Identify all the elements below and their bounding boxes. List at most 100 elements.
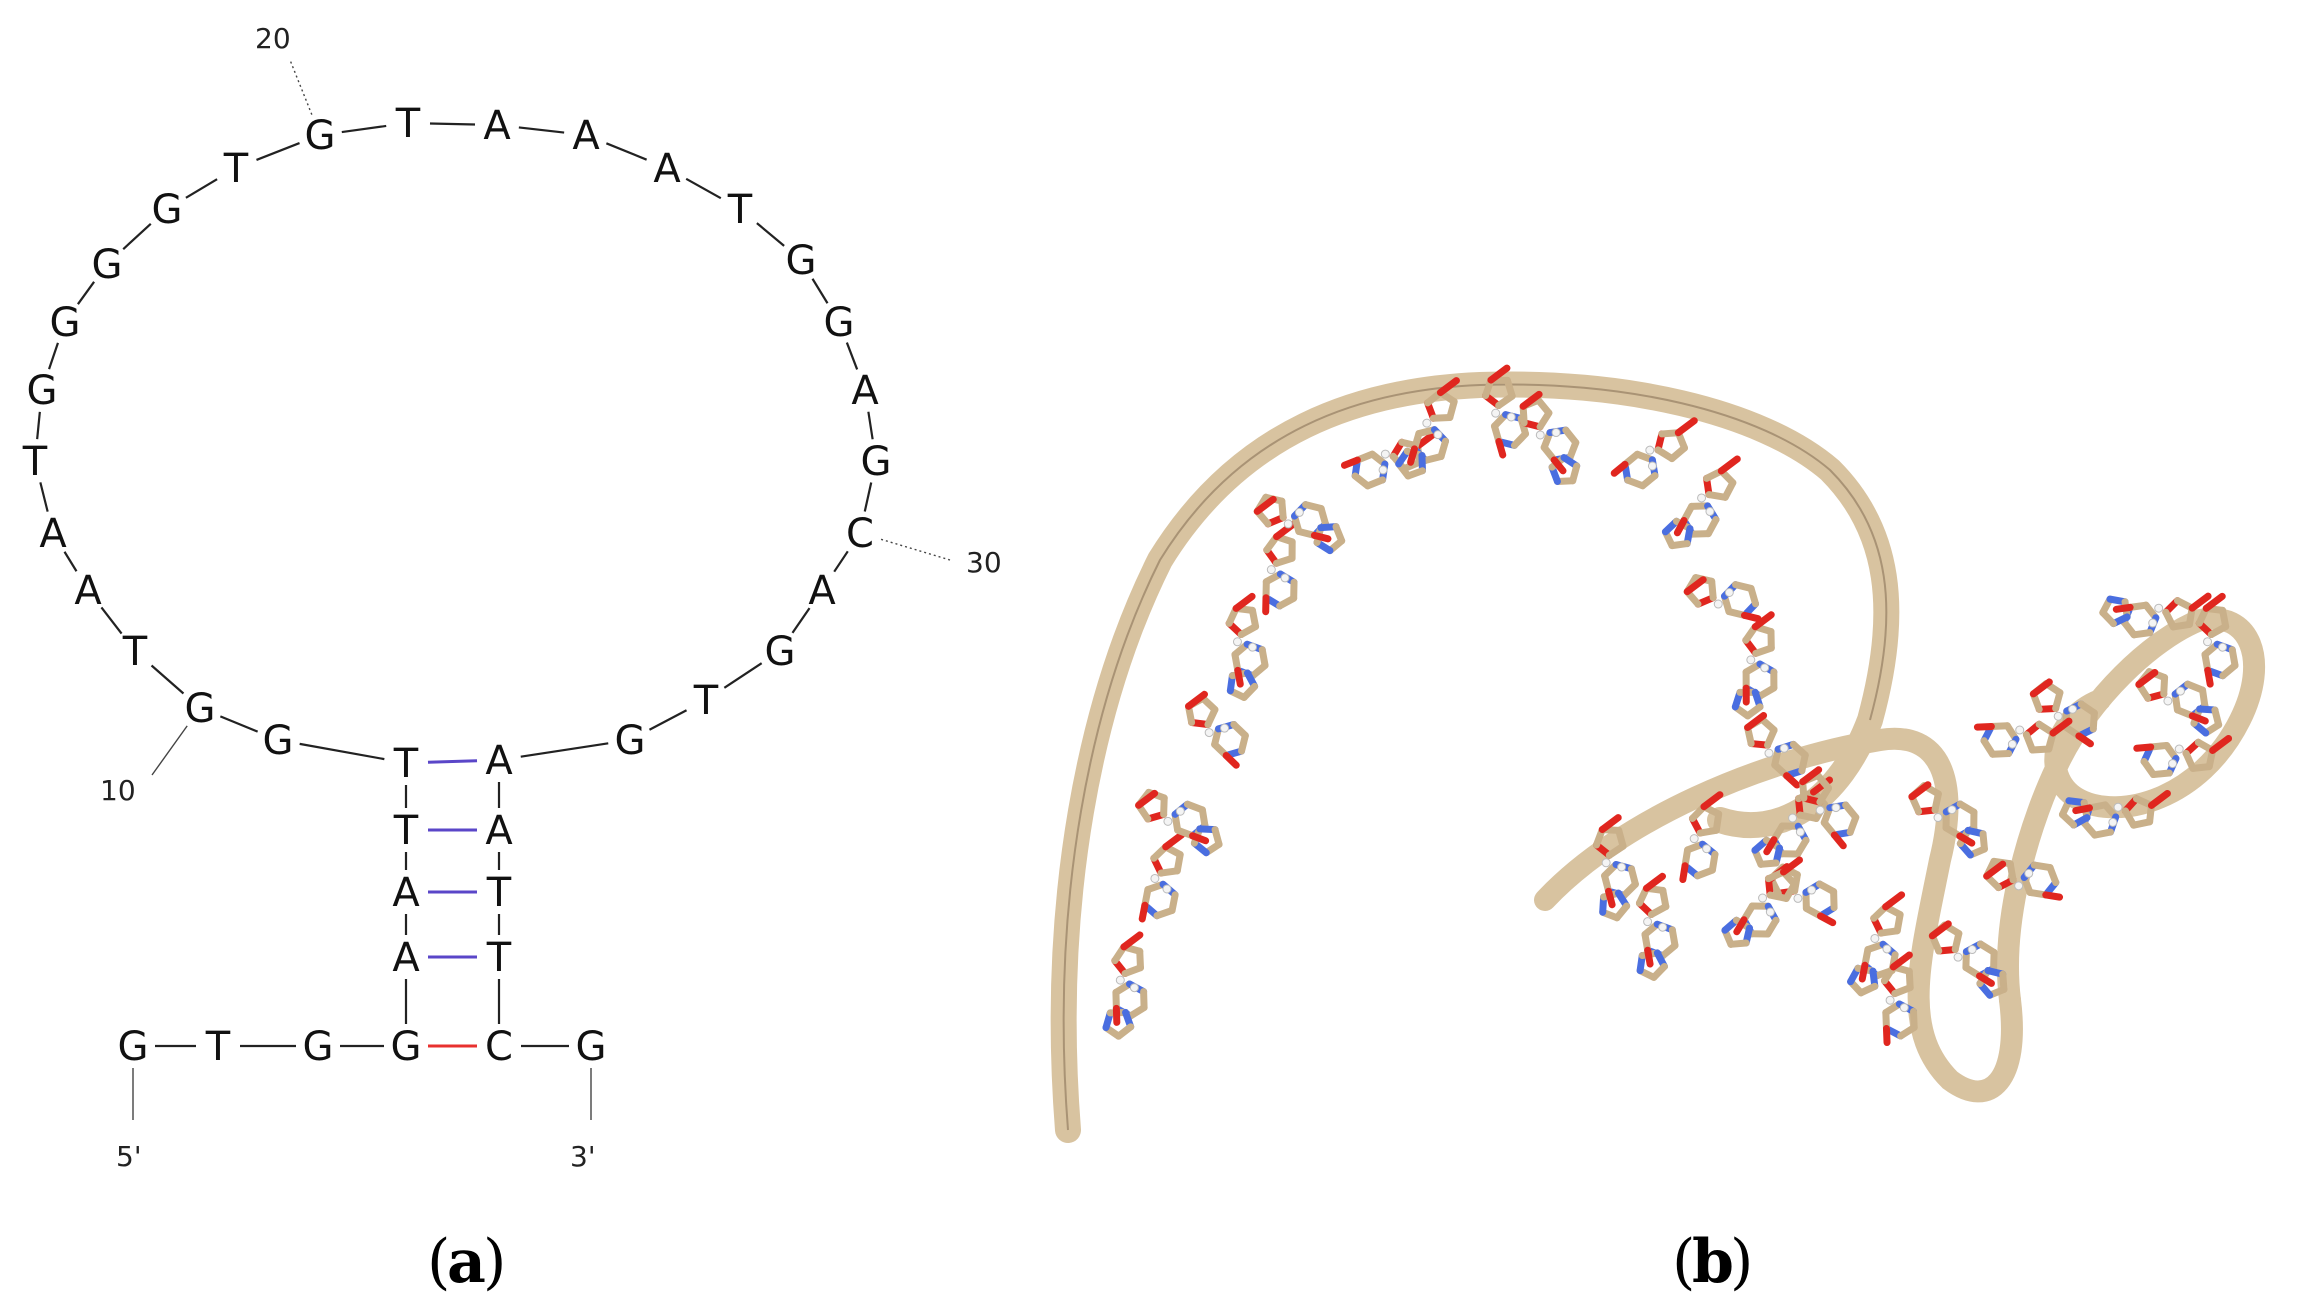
hydrogen-atom bbox=[1746, 655, 1756, 665]
backbone-link bbox=[791, 607, 811, 634]
hydrogen-atom bbox=[1266, 565, 1276, 575]
atom-bond bbox=[2133, 743, 2155, 752]
backbone-link bbox=[122, 223, 152, 250]
atom-bond bbox=[1234, 666, 1244, 688]
atom-bond bbox=[1643, 872, 1667, 892]
nucleotide-3: G bbox=[303, 1024, 334, 1070]
caption-b: ( b ) bbox=[1672, 1227, 1753, 1297]
atom-bond bbox=[1115, 1023, 1135, 1040]
caption-b-close: ) bbox=[1730, 1227, 1753, 1297]
hydrogen-atom bbox=[1115, 975, 1125, 985]
atom-bond bbox=[1495, 392, 1516, 410]
backbone-ribbon-edge bbox=[1062, 383, 1888, 1131]
backbone-link bbox=[256, 142, 300, 161]
hydrogen-atom bbox=[1947, 805, 1957, 815]
atom-bond bbox=[2147, 789, 2171, 809]
nucleotide-34: G bbox=[615, 718, 646, 764]
nucleotide-31: A bbox=[808, 568, 836, 614]
nucleotide-27: G bbox=[824, 300, 855, 346]
atom-bond bbox=[1780, 856, 1804, 876]
base-pair-bonds bbox=[427, 759, 478, 1048]
atom-bond bbox=[1756, 684, 1778, 700]
atom-bond bbox=[1799, 766, 1823, 786]
hydrogen-atom bbox=[1645, 445, 1655, 455]
atom-bond bbox=[2207, 623, 2230, 639]
hydrogen-atom bbox=[1807, 885, 1817, 895]
hydrogen-atom bbox=[1882, 944, 1892, 954]
hydrogen-atom bbox=[1617, 862, 1627, 872]
backbone-link bbox=[185, 178, 218, 199]
hydrogen-atom bbox=[2113, 802, 2123, 812]
atom-bond bbox=[2209, 734, 2233, 754]
nucleotide-33: T bbox=[693, 678, 719, 724]
atom-bond bbox=[1674, 417, 1698, 437]
atom-bond bbox=[2160, 674, 2169, 698]
atom-bond bbox=[1668, 540, 1691, 550]
hydrogen-atom bbox=[1175, 806, 1185, 816]
atom-bond bbox=[1717, 455, 1741, 475]
backbone-link bbox=[77, 281, 95, 305]
backbone-link bbox=[39, 482, 49, 512]
nucleotide-13: A bbox=[39, 511, 67, 557]
backbone-link bbox=[341, 124, 387, 134]
hydrogen-atom bbox=[2007, 739, 2017, 749]
caption-a-letter: a bbox=[447, 1227, 486, 1297]
hydrogen-atom bbox=[1953, 952, 1963, 962]
atom-bond bbox=[1931, 790, 1942, 814]
atom-bond bbox=[1766, 891, 1790, 902]
atom-bond bbox=[2075, 732, 2094, 748]
nucleotide-39: C bbox=[485, 1024, 513, 1070]
position-label-20: 20 bbox=[255, 22, 291, 55]
atom-bond bbox=[2046, 864, 2060, 887]
atom-bond bbox=[1487, 364, 1511, 384]
hydrogen-atom bbox=[1204, 728, 1214, 738]
nucleotide-22: A bbox=[483, 103, 511, 149]
backbone-link bbox=[833, 550, 849, 573]
atom-bond bbox=[1733, 916, 1748, 936]
backbone-link bbox=[811, 278, 829, 304]
hydrogen-atom bbox=[1764, 748, 1774, 758]
atom-bond bbox=[1211, 826, 1223, 848]
atom-bond bbox=[1495, 438, 1507, 459]
nucleotide-7: T bbox=[393, 808, 419, 854]
atom-bond bbox=[2188, 592, 2212, 612]
atom-bond bbox=[1857, 982, 1879, 997]
backbone-ribbon-lower bbox=[1534, 727, 2023, 1103]
hydrogen-atom bbox=[2163, 696, 2173, 706]
atom-bond bbox=[1659, 942, 1679, 960]
atom-bond bbox=[1928, 920, 1952, 940]
atom-bond bbox=[1162, 831, 1186, 851]
nucleotide-1: G bbox=[118, 1024, 149, 1070]
atom-bond bbox=[1700, 791, 1724, 811]
backbone-link bbox=[429, 122, 476, 126]
nucleotide-36: A bbox=[485, 808, 513, 854]
hydrogen-atom bbox=[1422, 418, 1432, 428]
nucleotide-24: A bbox=[653, 146, 681, 192]
hydrogen-atom bbox=[2108, 817, 2118, 827]
hydrogen-atom bbox=[2014, 881, 2024, 891]
atom-bond bbox=[1979, 830, 1988, 853]
hydrogen-atom bbox=[1705, 507, 1715, 517]
backbone-link bbox=[100, 606, 123, 635]
atom-bond bbox=[1673, 516, 1688, 537]
hydrogen-atom bbox=[2168, 759, 2178, 769]
atom-bond bbox=[1605, 887, 1616, 909]
atom-bond bbox=[1240, 682, 1259, 701]
panel-b-3d-model bbox=[1050, 364, 2265, 1143]
atom-bond bbox=[1897, 1023, 1918, 1040]
caption-b-letter: b bbox=[1692, 1227, 1734, 1297]
atom-bond bbox=[2202, 592, 2226, 612]
atom-bond bbox=[1153, 906, 1176, 920]
atom-bond bbox=[2199, 686, 2209, 710]
atom-bond bbox=[1189, 832, 1210, 845]
atom-bond bbox=[2072, 804, 2094, 815]
atom-bond bbox=[1696, 826, 1720, 837]
atom-bond bbox=[1566, 439, 1580, 461]
atom-bond bbox=[1744, 711, 1768, 731]
atom-bond bbox=[1278, 497, 1287, 522]
hydrogen-atom bbox=[1831, 803, 1841, 813]
backbone-link bbox=[863, 482, 873, 512]
hydrogen-atom bbox=[1760, 663, 1770, 673]
atom-bond bbox=[1956, 832, 1976, 847]
base-pair-bond bbox=[427, 759, 478, 764]
